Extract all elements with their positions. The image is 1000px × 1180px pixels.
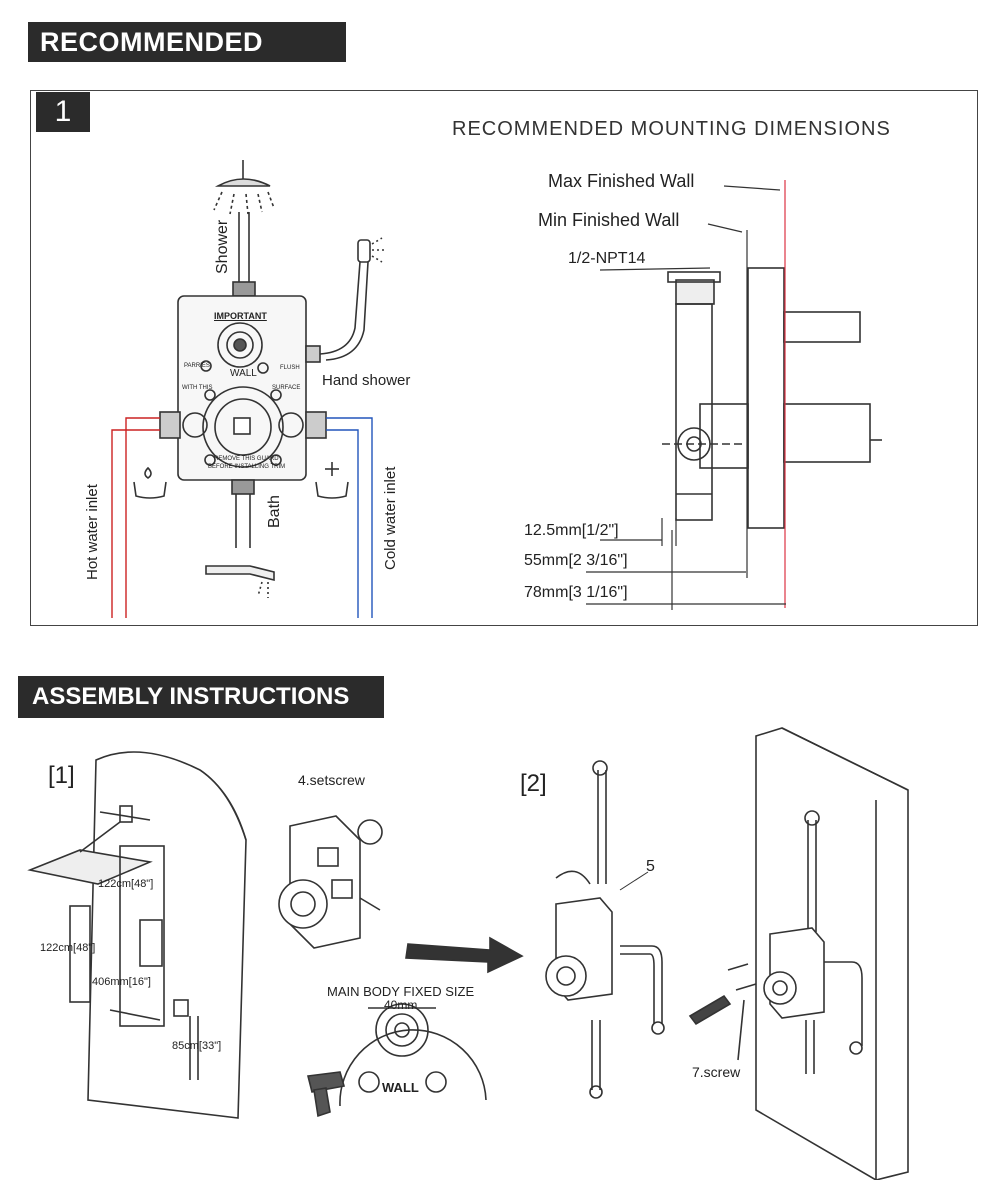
dimension-55mm: 55mm[2 3/16"]: [524, 552, 628, 569]
setscrew-label: 4.setscrew: [298, 772, 365, 788]
hand-shower-label: Hand shower: [322, 372, 411, 389]
assembly-step-2-label: [2]: [520, 770, 547, 797]
dimension-78mm: 78mm[3 1/16"]: [524, 584, 628, 601]
hot-water-pipe: [125, 417, 160, 618]
height-122cm-left: 122cm[48"]: [40, 942, 96, 954]
magnifier-view: [307, 1003, 487, 1118]
dimension-lines: [586, 180, 786, 610]
assembly-step-1-label: [1]: [48, 762, 75, 789]
valve-remove-guard-text: REMOVE THIS GUARD: [214, 456, 279, 462]
valve-important-text: IMPORTANT: [214, 311, 267, 321]
hot-water-inlet-label: Hot water inlet: [84, 484, 101, 580]
valve-surface-text: SURFACE: [272, 385, 301, 391]
hand-shower-icon: [319, 237, 384, 361]
valve-parallel-text: PARRIES: [184, 363, 210, 369]
piping-assembly: [545, 760, 665, 1099]
size-40mm-label: 40mm: [384, 998, 418, 1012]
arrow-right-icon: [405, 936, 524, 974]
valve-with-this-text: WITH THIS: [182, 385, 213, 391]
valve-section-view: [662, 267, 882, 529]
bath-spout-icon: [205, 494, 275, 598]
valve-assembly-drawing: [278, 815, 383, 949]
cold-symbol-icon: [315, 462, 349, 499]
shower-label: Shower: [214, 219, 231, 274]
screw-label: 7.screw: [692, 1064, 741, 1080]
mounting-panel: [30, 90, 978, 626]
cold-water-pipe: [326, 417, 373, 618]
max-finished-wall-label: Max Finished Wall: [548, 171, 695, 191]
wall-panel-2: [688, 727, 909, 1180]
min-finished-wall-label: Min Finished Wall: [538, 210, 680, 230]
valve-body: [159, 295, 327, 495]
step-number-badge: 1: [36, 92, 90, 132]
part-5-label: 5: [646, 858, 655, 875]
wall-panel-1: [27, 751, 247, 1119]
valve-flush-text: FLUSH: [280, 365, 300, 371]
cold-water-inlet-label: Cold water inlet: [382, 466, 399, 570]
valve-before-trim-text: BEFORE INSTALLING TRIM: [208, 464, 286, 470]
main-body-fixed-size-label: MAIN BODY FIXED SIZE: [327, 984, 475, 999]
height-122cm-top: 122cm[48"]: [98, 878, 154, 890]
hot-symbol-icon: [133, 466, 167, 499]
magnifier-wall-label: WALL: [382, 1080, 419, 1095]
height-406mm: 406mm[16"]: [92, 976, 151, 988]
bath-label: Bath: [266, 495, 283, 528]
dimension-12-5mm: 12.5mm[1/2"]: [524, 522, 619, 539]
valve-wall-text: WALL: [230, 368, 257, 379]
npt-label: 1/2-NPT14: [568, 250, 646, 267]
assembly-banner: ASSEMBLY INSTRUCTIONS: [18, 676, 384, 718]
height-85cm: 85cm[33"]: [172, 1040, 222, 1052]
mounting-title: RECOMMENDED MOUNTING DIMENSIONS: [452, 118, 891, 140]
recommended-banner: RECOMMENDED: [28, 22, 346, 62]
